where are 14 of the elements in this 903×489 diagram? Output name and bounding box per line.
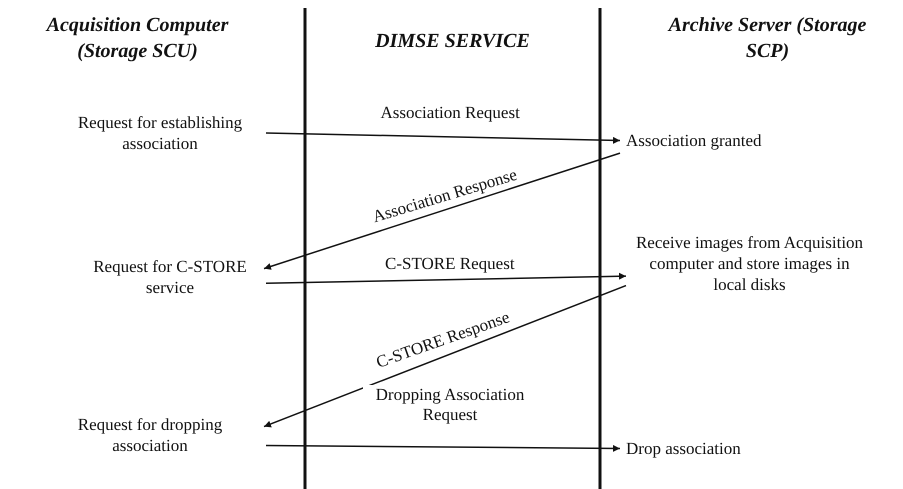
step-text: Drop association <box>626 438 776 459</box>
step-text: Association granted <box>626 130 816 151</box>
step-text: Receive images from Acquisition computer and store images in local disks <box>632 232 867 295</box>
column-heading: DIMSE SERVICE <box>374 29 531 54</box>
message-arrow <box>266 132 620 144</box>
column-heading: Acquisition Computer (Storage SCU) <box>44 13 230 64</box>
column-heading: Archive Server (Storage SCP) <box>666 13 868 64</box>
message-arrow <box>264 152 620 270</box>
step-text: Request for establishing association <box>60 112 260 154</box>
step-text: Request for dropping association <box>40 414 260 456</box>
message-arrow <box>264 284 626 428</box>
message-arrow <box>266 444 620 452</box>
message-arrow <box>266 272 626 284</box>
step-text: Request for C-STORE service <box>80 256 260 298</box>
